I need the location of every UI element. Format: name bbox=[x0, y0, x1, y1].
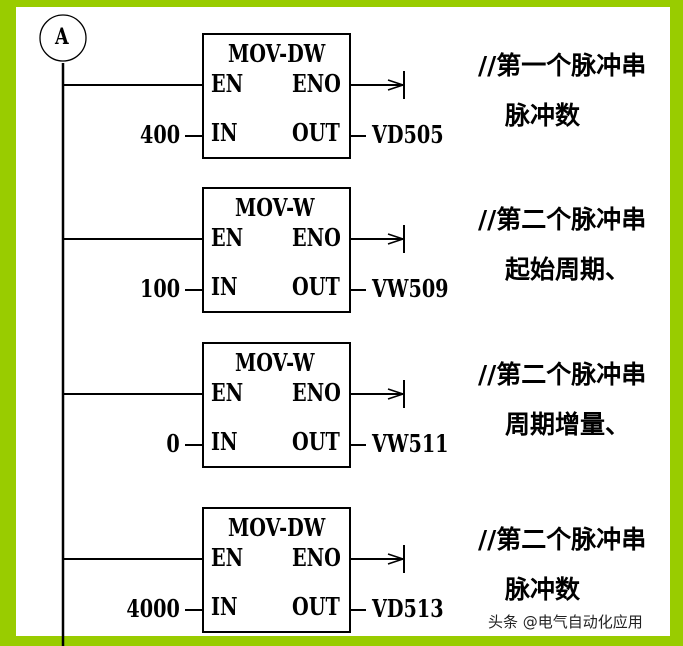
comment-line-2: 脉冲数 bbox=[505, 575, 581, 604]
in-label: IN bbox=[211, 427, 238, 456]
comment-line-2: 脉冲数 bbox=[505, 101, 581, 130]
eno-label: ENO bbox=[292, 543, 341, 572]
out-label: OUT bbox=[292, 272, 340, 301]
arrow-head-icon bbox=[387, 393, 404, 400]
watermark: 头条 @电气自动化应用 bbox=[488, 613, 643, 631]
comment-line-1: //第二个脉冲串 bbox=[478, 525, 647, 554]
mov-block-box bbox=[202, 33, 351, 159]
output-address: VD513 bbox=[372, 594, 444, 623]
out-label: OUT bbox=[292, 427, 340, 456]
in-label: IN bbox=[211, 592, 238, 621]
comment-line-1: //第一个脉冲串 bbox=[478, 51, 647, 80]
arrow-head-icon bbox=[387, 388, 404, 395]
output-address: VD505 bbox=[372, 120, 444, 149]
comment-line-1: //第二个脉冲串 bbox=[478, 360, 647, 389]
block-title: MOV-DW bbox=[228, 513, 326, 542]
en-label: EN bbox=[211, 223, 244, 252]
eno-label: ENO bbox=[292, 69, 341, 98]
mov-block-box bbox=[202, 507, 351, 633]
en-label: EN bbox=[211, 543, 244, 572]
input-value: 0 bbox=[166, 429, 180, 458]
arrow-head-icon bbox=[387, 84, 404, 91]
input-value: 4000 bbox=[126, 594, 180, 623]
en-label: EN bbox=[211, 378, 244, 407]
arrow-head-icon bbox=[387, 79, 404, 86]
mov-block-box bbox=[202, 187, 351, 313]
arrow-head-icon bbox=[387, 238, 404, 245]
comment-line-2: 起始周期、 bbox=[505, 255, 631, 284]
arrow-head-icon bbox=[387, 558, 404, 565]
output-address: VW511 bbox=[372, 429, 449, 458]
block-title: MOV-W bbox=[235, 348, 315, 377]
input-value: 400 bbox=[139, 120, 180, 149]
out-label: OUT bbox=[292, 592, 340, 621]
comment-line-2: 周期增量、 bbox=[505, 410, 631, 439]
connector-label: A bbox=[55, 24, 69, 50]
out-label: OUT bbox=[292, 118, 340, 147]
block-title: MOV-DW bbox=[228, 39, 326, 68]
in-label: IN bbox=[211, 118, 238, 147]
arrow-head-icon bbox=[387, 233, 404, 240]
en-label: EN bbox=[211, 69, 244, 98]
eno-label: ENO bbox=[292, 378, 341, 407]
input-value: 100 bbox=[139, 274, 180, 303]
block-title: MOV-W bbox=[235, 193, 315, 222]
arrow-head-icon bbox=[387, 553, 404, 560]
in-label: IN bbox=[211, 272, 238, 301]
eno-label: ENO bbox=[292, 223, 341, 252]
output-address: VW509 bbox=[372, 274, 449, 303]
comment-line-1: //第二个脉冲串 bbox=[478, 205, 647, 234]
mov-block-box bbox=[202, 342, 351, 468]
connector-circle bbox=[39, 14, 87, 62]
